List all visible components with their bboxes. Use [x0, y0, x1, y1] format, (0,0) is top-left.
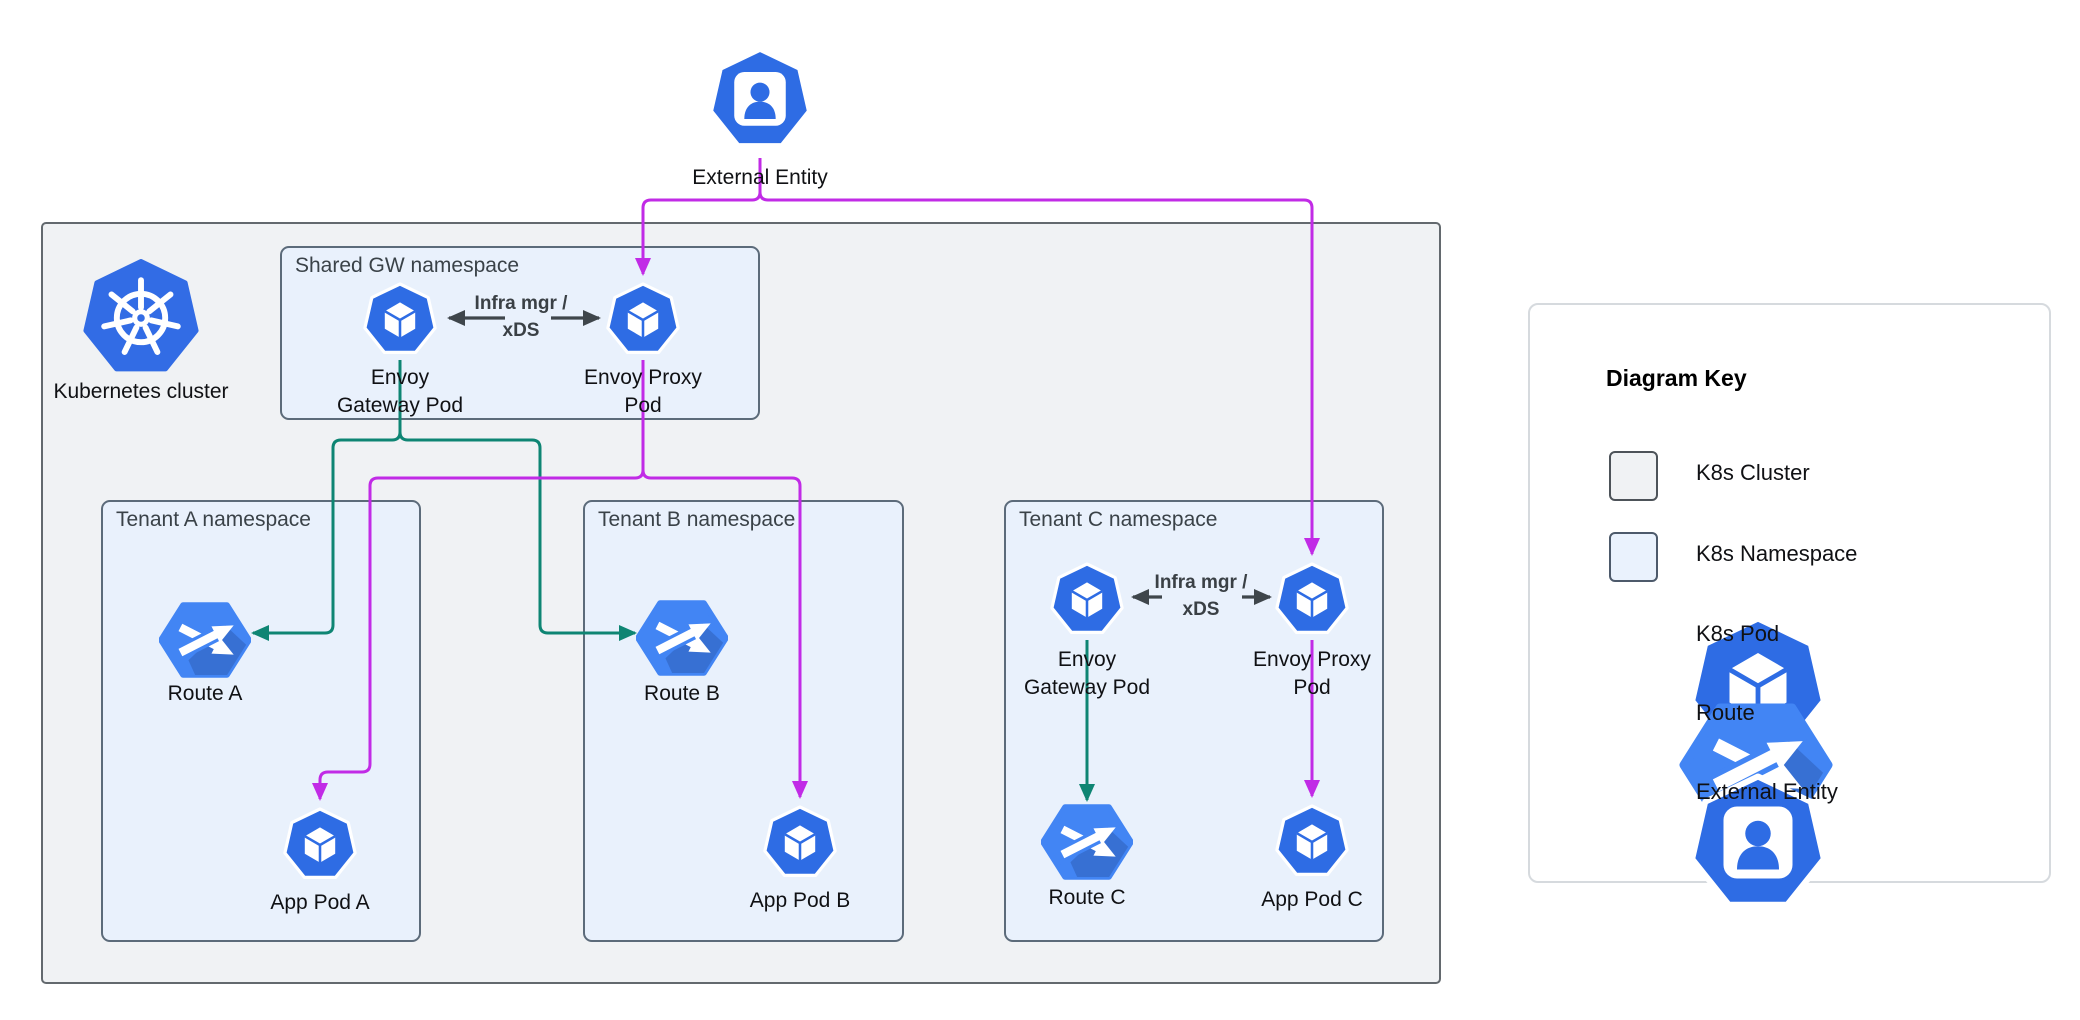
tenant-a-namespace-title: Tenant A namespace [116, 508, 311, 531]
external-entity-label: External Entity [692, 166, 828, 189]
external-entity-icon [1608, 769, 1660, 821]
key-label: K8s Cluster [1696, 460, 1810, 485]
app-pod-a-label: App Pod A [270, 891, 370, 914]
key-row-k8s-namespace: K8s Namespace [1530, 529, 2049, 585]
app-pod-b-label: App Pod B [749, 889, 851, 912]
key-label: External Entity [1696, 779, 1838, 804]
key-row-external-entity: External Entity [1530, 767, 2049, 823]
k8s-namespace-swatch [1609, 532, 1658, 582]
route-b-label: Route B [644, 682, 720, 705]
tenant-c-proxy-pod-label: Envoy Proxy Pod [1253, 648, 1371, 699]
route-icon [159, 594, 251, 686]
tenant-c-namespace-title: Tenant C namespace [1019, 508, 1218, 531]
external-entity-icon [704, 44, 816, 156]
diagram-key-title: Diagram Key [1606, 365, 1747, 391]
key-row-k8s-pod: K8s Pod [1530, 609, 2049, 665]
diagram-key-panel: Diagram Key K8s Cluster K8s Namespace K8… [1528, 303, 2051, 883]
shared-gateway-pod-label: Envoy Gateway Pod [336, 366, 464, 417]
route-icon [1041, 796, 1133, 888]
kubernetes-cluster-label: Kubernetes cluster [53, 380, 229, 403]
tenant-b-namespace-title: Tenant B namespace [598, 508, 796, 531]
kubernetes-logo-icon [82, 259, 200, 377]
route-icon [1606, 690, 1662, 746]
shared-gw-namespace-title: Shared GW namespace [295, 254, 520, 277]
route-icon [636, 592, 728, 684]
tenant-a-namespace-box: Tenant A namespace [101, 500, 421, 942]
tenant-b-namespace-box: Tenant B namespace [583, 500, 904, 942]
k8s-pod-icon [1608, 611, 1660, 663]
key-label: Route [1696, 700, 1755, 725]
route-c-label: Route C [1048, 886, 1126, 909]
k8s-cluster-swatch [1609, 451, 1658, 501]
pod-icon [280, 805, 360, 885]
pod-icon [760, 803, 840, 883]
shared-infra-edge-label: Infra mgr / xDS [474, 293, 568, 341]
key-label: K8s Pod [1696, 621, 1780, 646]
tenant-c-gateway-pod-label: Envoy Gateway Pod [1023, 648, 1151, 699]
app-pod-c-label: App Pod C [1261, 888, 1363, 911]
key-row-route: Route [1530, 688, 2049, 744]
tenant-c-infra-edge-label: Infra mgr / xDS [1154, 572, 1248, 620]
key-label: K8s Namespace [1696, 541, 1858, 566]
key-row-k8s-cluster: K8s Cluster [1530, 448, 2049, 504]
route-a-label: Route A [167, 682, 243, 705]
pod-icon [1272, 802, 1352, 882]
shared-proxy-pod-label: Envoy Proxy Pod [584, 366, 702, 417]
